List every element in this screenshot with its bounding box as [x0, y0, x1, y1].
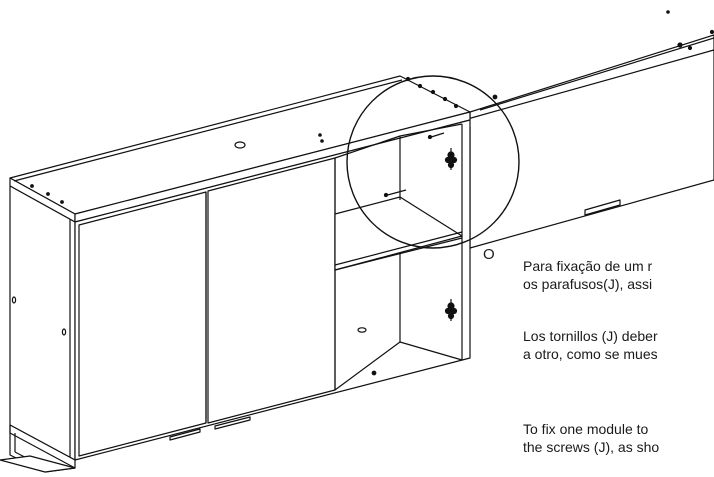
instruction-english: To fix one module to the screws (J), as …	[523, 420, 714, 456]
cabinet-side-panel	[9, 185, 76, 461]
cabinet-base	[0, 424, 76, 473]
instruction-es-line-2: a otro, como se mues	[523, 346, 658, 362]
cabinet-front	[74, 119, 471, 461]
instruction-es-line-1: Los tornillos (J) deber	[523, 328, 658, 344]
cabinet-top-panel	[9, 75, 498, 223]
right-module	[463, 10, 714, 249]
detail-circle	[346, 75, 520, 249]
screw-j-lower	[444, 299, 458, 321]
instruction-en-line-1: To fix one module to	[523, 421, 649, 437]
instruction-portuguese: Para fixação de um r os parafusos(J), as…	[523, 257, 714, 293]
screw-j-upper	[444, 148, 458, 170]
detail-label: O	[483, 246, 495, 263]
instruction-pt-line-2: os parafusos(J), assi	[523, 276, 653, 292]
instruction-en-line-2: the screws (J), as sho	[523, 439, 660, 455]
instruction-pt-line-1: Para fixação de um r	[523, 258, 653, 274]
instruction-spanish: Los tornillos (J) deber a otro, como se …	[523, 327, 714, 363]
